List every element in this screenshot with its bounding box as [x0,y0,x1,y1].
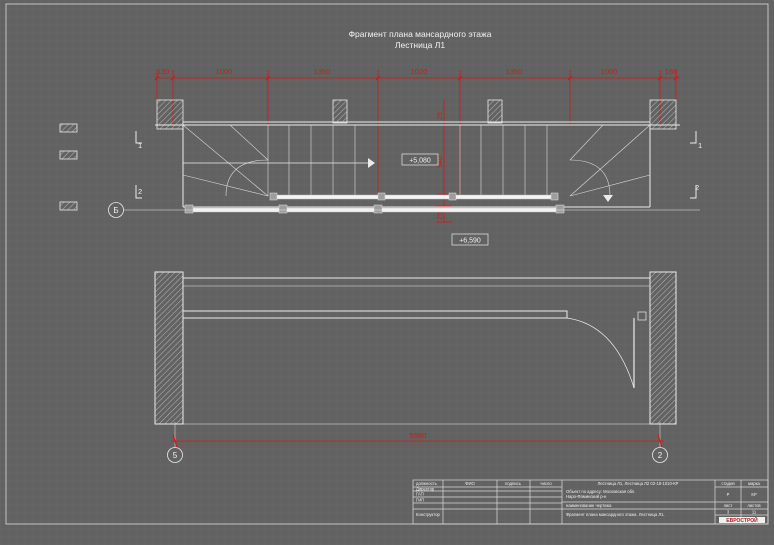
dim-label: 1350 [506,67,523,76]
company-logo: ЕВРОСТРОЙ [726,516,758,524]
axis-label-5: 5 [173,451,178,460]
stamp-drawing-name: Фрагмент плана мансардного этажа. Лестни… [566,512,665,517]
post-marker [373,204,383,214]
post-marker [269,192,278,201]
dim-label: 25 [437,112,444,120]
dim-label: 160 [665,67,678,76]
post-marker [377,192,386,201]
direction-arrow-down-icon [603,195,613,202]
post-marker [278,204,288,214]
section-mark-1-right: 1 [698,141,702,150]
stamp-hdr-sheet: лист [724,503,733,508]
stamp-row-label: ГАП [416,492,424,497]
dim-label: 1000 [601,67,618,76]
column-stubs [156,99,677,130]
stamp-hdr-sheets: листов [747,503,761,508]
stamp-hdr-mark: марка [748,481,760,486]
sheet-frame [5,3,769,525]
stamp-row-label: Директор [416,487,435,492]
level-box-landing [401,153,439,166]
axis-label-b: Б [113,206,118,215]
section-mark-labels: 1 2 1 2 [138,141,702,196]
column-stub [332,99,348,124]
stamp-val-stage: Р [727,492,730,497]
axis-label-2: 2 [658,451,663,460]
axis-bubble-5 [167,447,183,463]
wall-symbol [59,150,78,160]
stamp-col-header: должность [416,481,438,486]
stamp-naming-label: наименование чертежа [566,503,612,508]
post-marker [184,204,194,214]
stamp-val-sheets: 11 [752,510,757,515]
vertical-dimension-labels: 25 940 25 [437,112,444,220]
axis-bubble-b [108,202,124,218]
left-margin-symbols [59,123,78,211]
level-floor: +6,590 [459,238,481,245]
left-wall-column [154,271,184,425]
post-marker [448,192,457,201]
dim-label: 1020 [411,67,428,76]
column-stub [487,99,503,124]
dim-label: 1350 [314,67,331,76]
winder-arc-right [569,159,611,197]
section-mark-1-left: 1 [138,141,142,150]
lower-room [154,271,677,425]
stamp-hdr-stage: стадия [721,481,734,486]
winder-arc-left [225,159,269,197]
title-line1: Фрагмент плана мансардного этажа [349,29,492,39]
handrail-upper [275,194,559,200]
lower-beam [182,310,568,319]
door-swing [566,317,635,389]
stair-enclosure [182,125,651,208]
stamp-row-label: Конструктор [416,512,441,517]
stamp-val-sheet: 3 [727,510,730,515]
door-jamb [637,311,647,321]
section-mark-2-right: 2 [695,183,699,192]
column-stub [156,99,184,130]
post-marker [550,192,559,201]
dim-label: 25 [437,212,444,220]
stamp-val-mark: КР [751,492,756,497]
section-mark-2-left: 2 [138,187,142,196]
top-dimension-labels: 130 1000 1350 1020 1350 1000 160 [157,67,678,76]
column-stub [649,99,677,130]
stamp-address-line2: Наро-Фоминский р-н [566,494,607,499]
level-landing: +5,080 [409,158,431,165]
post-marker [555,204,565,214]
company-logo-bg [719,517,765,523]
section-marks [135,131,697,199]
top-wall [155,121,680,126]
bottom-dim-label: 5980 [410,431,427,440]
direction-arrow-icon [368,158,375,168]
dim-label: 1000 [216,67,233,76]
dim-label: 940 [437,156,444,168]
stair-treads [182,124,651,197]
stamp-address-line1: Объект по адресу: Московская обл. [566,489,635,494]
stamp-col-header: подпись [505,481,522,486]
right-wall-column [649,271,677,425]
stamp-col-header: число [540,481,552,486]
axis-bubble-2 [652,447,668,463]
stamp-row-label: ГИП [416,498,424,503]
title-block [412,479,769,525]
wall-symbol [59,201,78,211]
post-markers [184,192,565,214]
stamp-col-header: ФИО [465,481,475,486]
dim-label: 130 [157,67,170,76]
level-box-floor [451,233,489,246]
wall-symbol [59,123,78,133]
stamp-project-line: Лестница Л1, Лестница Л2 02-18-1010-КР [598,481,679,486]
bottom-dimension [171,434,664,448]
title-block-text: должность ФИО подпись число Директор ГАП… [416,481,761,517]
title-line2: Лестница Л1 [395,40,445,50]
